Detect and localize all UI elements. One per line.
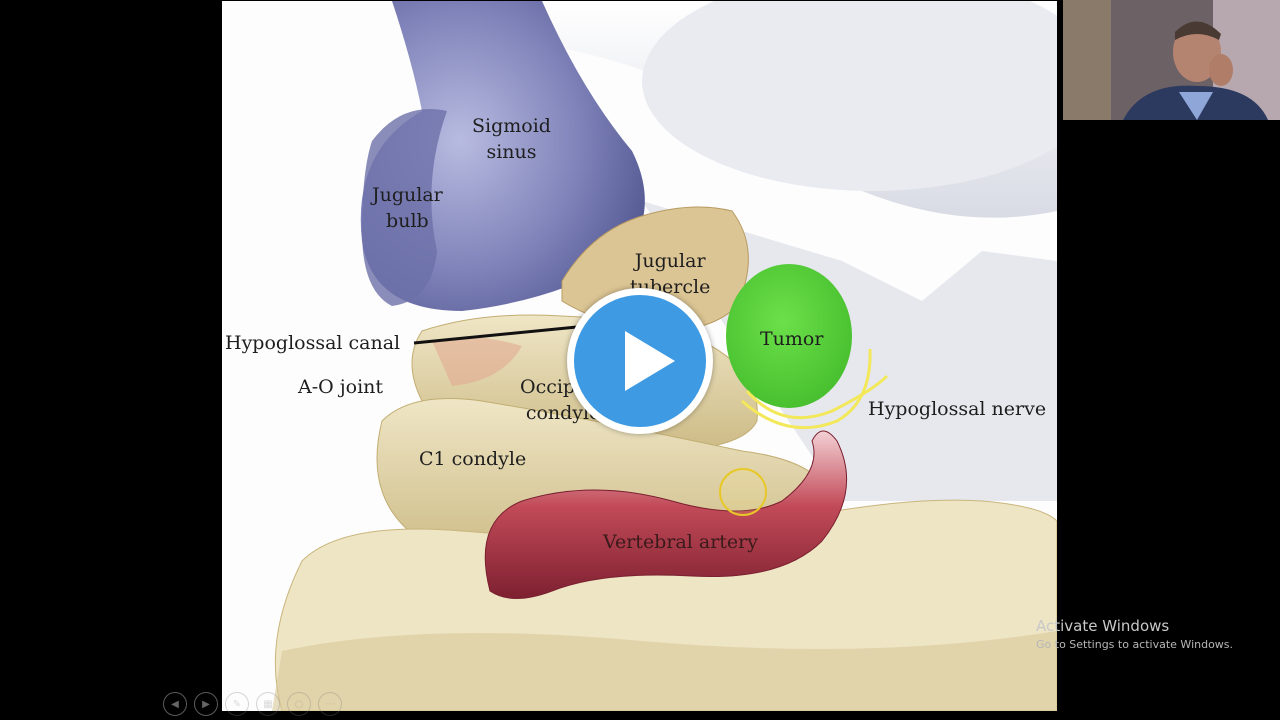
hypoglossal-nerve-line	[745, 374, 889, 420]
tumor-shape	[726, 264, 852, 408]
previous-icon[interactable]: ◀	[163, 692, 187, 716]
vertebral-artery-shape	[484, 430, 848, 599]
next-icon[interactable]: ▶	[194, 692, 218, 716]
brain-shape	[642, 1, 1057, 191]
hypoglossal-nerve-label: Hypoglossal nerve	[868, 398, 1047, 420]
presenter-video-frame	[1063, 0, 1280, 120]
activate-windows-subtitle: Go to Settings to activate Windows.	[1036, 638, 1234, 651]
play-button[interactable]	[567, 288, 713, 434]
hypoglossal-canal-pointer	[413, 325, 578, 345]
more-icon[interactable]: ⋯	[318, 692, 342, 716]
play-icon	[625, 331, 675, 391]
activate-windows-watermark: Activate Windows Go to Settings to activ…	[1036, 616, 1233, 654]
c1-condyle-label: C1 condyle	[419, 448, 527, 470]
zoom-icon[interactable]: ○	[287, 692, 311, 716]
play-button-circle	[574, 295, 706, 427]
hypoglossal-nerve-line-2	[741, 348, 872, 430]
slideshow-toolbar: ◀ ▶ ✎ ▦ ○ ⋯	[163, 692, 342, 716]
ao-joint-shape	[432, 337, 522, 386]
hypoglossal-canal-label: Hypoglossal canal	[225, 332, 401, 354]
jugular-bulb-shape	[362, 109, 447, 306]
presenter-webcam	[1063, 0, 1280, 120]
vertebral-artery-label: Vertebral artery	[603, 531, 758, 553]
slides-icon[interactable]: ▦	[256, 692, 280, 716]
tumor-label: Tumor	[760, 328, 824, 350]
cursor-highlight-ring	[719, 468, 767, 516]
activate-windows-title: Activate Windows	[1036, 617, 1170, 635]
pen-icon[interactable]: ✎	[225, 692, 249, 716]
vertebra-shadow	[272, 631, 1057, 711]
ao-joint-label: A-O joint	[298, 376, 384, 398]
